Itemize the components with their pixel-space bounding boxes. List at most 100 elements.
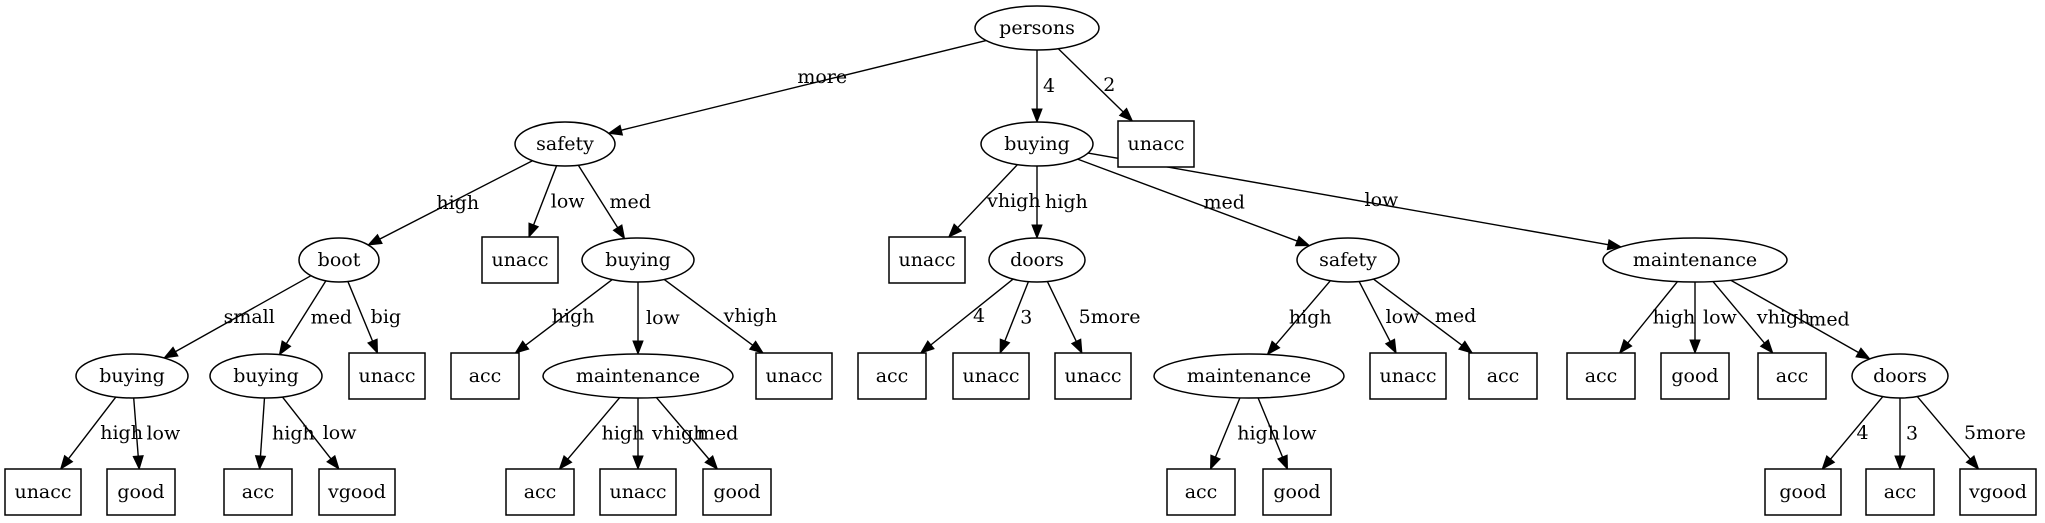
- node-ellipse: [298, 237, 380, 283]
- edge-arrowhead: [1759, 338, 1774, 355]
- node-label: buying: [233, 365, 299, 387]
- edge-line: [1214, 397, 1241, 458]
- edge-arrowhead: [1031, 108, 1043, 124]
- tree-edge: low: [1087, 152, 1623, 251]
- edge-label: high: [1237, 422, 1280, 444]
- edge-arrowhead: [367, 338, 379, 355]
- tree-edge: high: [59, 396, 143, 471]
- edge-label: 5more: [1964, 422, 2026, 444]
- node-label: acc: [1585, 365, 1618, 387]
- node-label: doors: [1010, 249, 1064, 271]
- node-label: buying: [99, 365, 165, 387]
- edge-arrowhead: [704, 455, 719, 471]
- edge-label: high: [436, 192, 479, 214]
- edge-line: [379, 160, 533, 240]
- edge-arrowhead: [1266, 340, 1281, 356]
- decision-node: doors: [1851, 353, 1949, 399]
- leaf-node: unacc: [1054, 352, 1132, 400]
- edge-arrowhead: [1618, 338, 1633, 355]
- edge-line: [1275, 280, 1331, 345]
- decision-node: buying: [75, 353, 189, 399]
- node-label: buying: [1004, 133, 1070, 155]
- tree-edge: low: [281, 396, 358, 471]
- edge-arrowhead: [632, 340, 644, 356]
- edge-line: [1087, 152, 1609, 246]
- leaf-box: [348, 352, 426, 400]
- edge-label: high: [1045, 191, 1088, 213]
- edge-label: high: [552, 305, 595, 327]
- tree-edge: high: [1618, 281, 1695, 355]
- edge-arrowhead: [1821, 454, 1836, 471]
- leaf-node: vgood: [1959, 468, 2037, 516]
- edge-label: vhigh: [723, 305, 777, 327]
- leaf-node: acc: [1566, 352, 1636, 400]
- node-label: unacc: [491, 249, 548, 271]
- edge-arrowhead: [162, 346, 179, 359]
- edge-label: low: [551, 190, 586, 212]
- tree-edge: low: [1358, 281, 1420, 355]
- edge-line: [930, 278, 1014, 346]
- edge-arrowhead: [1294, 235, 1311, 247]
- node-label: doors: [1873, 365, 1927, 387]
- tree-edge: high: [514, 278, 613, 354]
- leaf-node: acc: [1166, 468, 1236, 516]
- leaf-box: [1468, 352, 1538, 400]
- leaf-box: [106, 468, 176, 516]
- tree-edge: vhigh: [663, 278, 777, 354]
- tree-edge: med: [1077, 158, 1311, 247]
- tree-edge: med: [1730, 279, 1872, 360]
- edge-label: 4: [973, 305, 985, 327]
- edge-label: med: [609, 191, 650, 213]
- edge-line: [347, 281, 374, 342]
- edge-label: 2: [1103, 74, 1115, 96]
- decision-node: maintenance: [542, 353, 734, 399]
- edge-arrowhead: [59, 454, 74, 471]
- edge-label: low: [1365, 189, 1400, 211]
- node-label: acc: [469, 365, 502, 387]
- edge-label: high: [602, 422, 645, 444]
- leaf-box: [505, 468, 575, 516]
- leaf-node: unacc: [1117, 120, 1195, 168]
- edge-line: [621, 39, 987, 131]
- tree-edge: high: [254, 397, 315, 471]
- node-label: vgood: [1968, 481, 2027, 503]
- node-label: unacc: [1379, 365, 1436, 387]
- leaf-box: [599, 468, 677, 516]
- edge-line: [175, 275, 312, 353]
- edge-arrowhead: [528, 222, 540, 239]
- edge-arrowhead: [999, 338, 1011, 355]
- node-label: good: [1779, 481, 1826, 503]
- edge-label: med: [697, 422, 738, 444]
- node-label: maintenance: [1187, 365, 1311, 387]
- edge-arrowhead: [1277, 454, 1289, 471]
- edge-arrowhead: [1209, 454, 1221, 471]
- edge-label: med: [1204, 191, 1245, 213]
- edge-line: [285, 280, 327, 345]
- edge-arrowhead: [132, 455, 144, 471]
- node-label: acc: [1776, 365, 1809, 387]
- node-label: acc: [242, 481, 275, 503]
- tree-edge: 4: [1031, 50, 1055, 124]
- edge-label: low: [323, 422, 358, 444]
- leaf-box: [1369, 352, 1447, 400]
- leaf-box: [4, 468, 82, 516]
- leaf-node: acc: [1468, 352, 1538, 400]
- edge-arrowhead: [1070, 338, 1083, 355]
- node-ellipse: [75, 353, 189, 399]
- edge-line: [1004, 281, 1030, 342]
- edge-label: vhigh: [986, 190, 1040, 212]
- leaf-box: [1764, 468, 1842, 516]
- edge-label: vhigh: [1756, 306, 1810, 328]
- decision-node: safety: [514, 121, 616, 167]
- node-ellipse: [1153, 353, 1345, 399]
- node-label: safety: [536, 133, 594, 155]
- edge-label: med: [311, 307, 352, 329]
- node-ellipse: [514, 121, 616, 167]
- tree-edge: 5more: [1916, 396, 2026, 471]
- edge-arrowhead: [1031, 224, 1043, 240]
- leaf-box: [481, 236, 559, 284]
- node-label: unacc: [358, 365, 415, 387]
- node-label: acc: [1185, 481, 1218, 503]
- tree-edge: vhigh: [947, 164, 1041, 239]
- edge-line: [281, 396, 332, 460]
